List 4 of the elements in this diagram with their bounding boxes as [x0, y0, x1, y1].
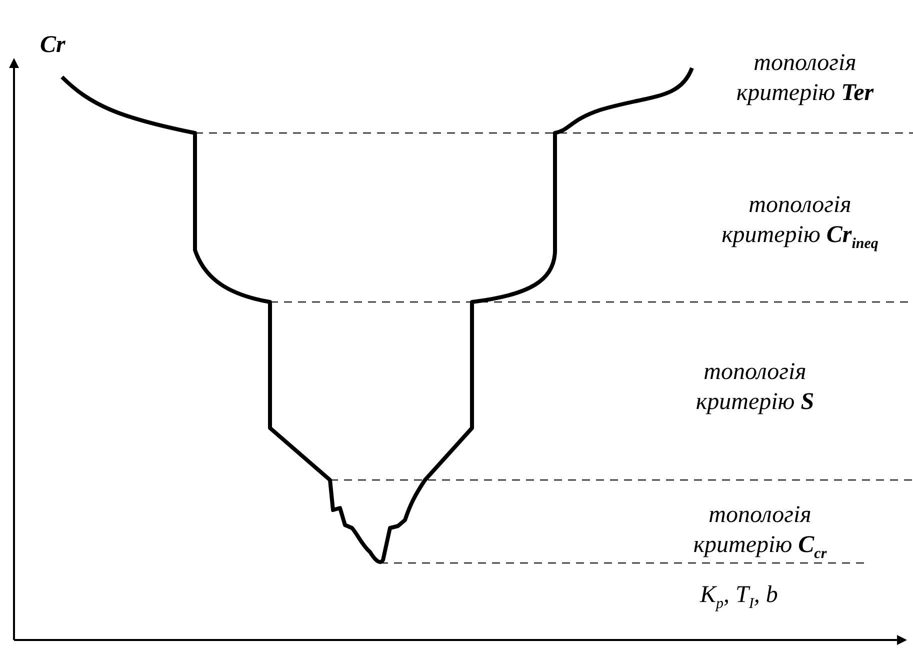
region-label: топологія критерію Ter [735, 49, 875, 108]
region-label: топологія критерію S [694, 358, 816, 417]
axis-label: K$_{p}$, T$_{I}$, b [700, 581, 779, 610]
axis-label: Cr [40, 31, 66, 60]
